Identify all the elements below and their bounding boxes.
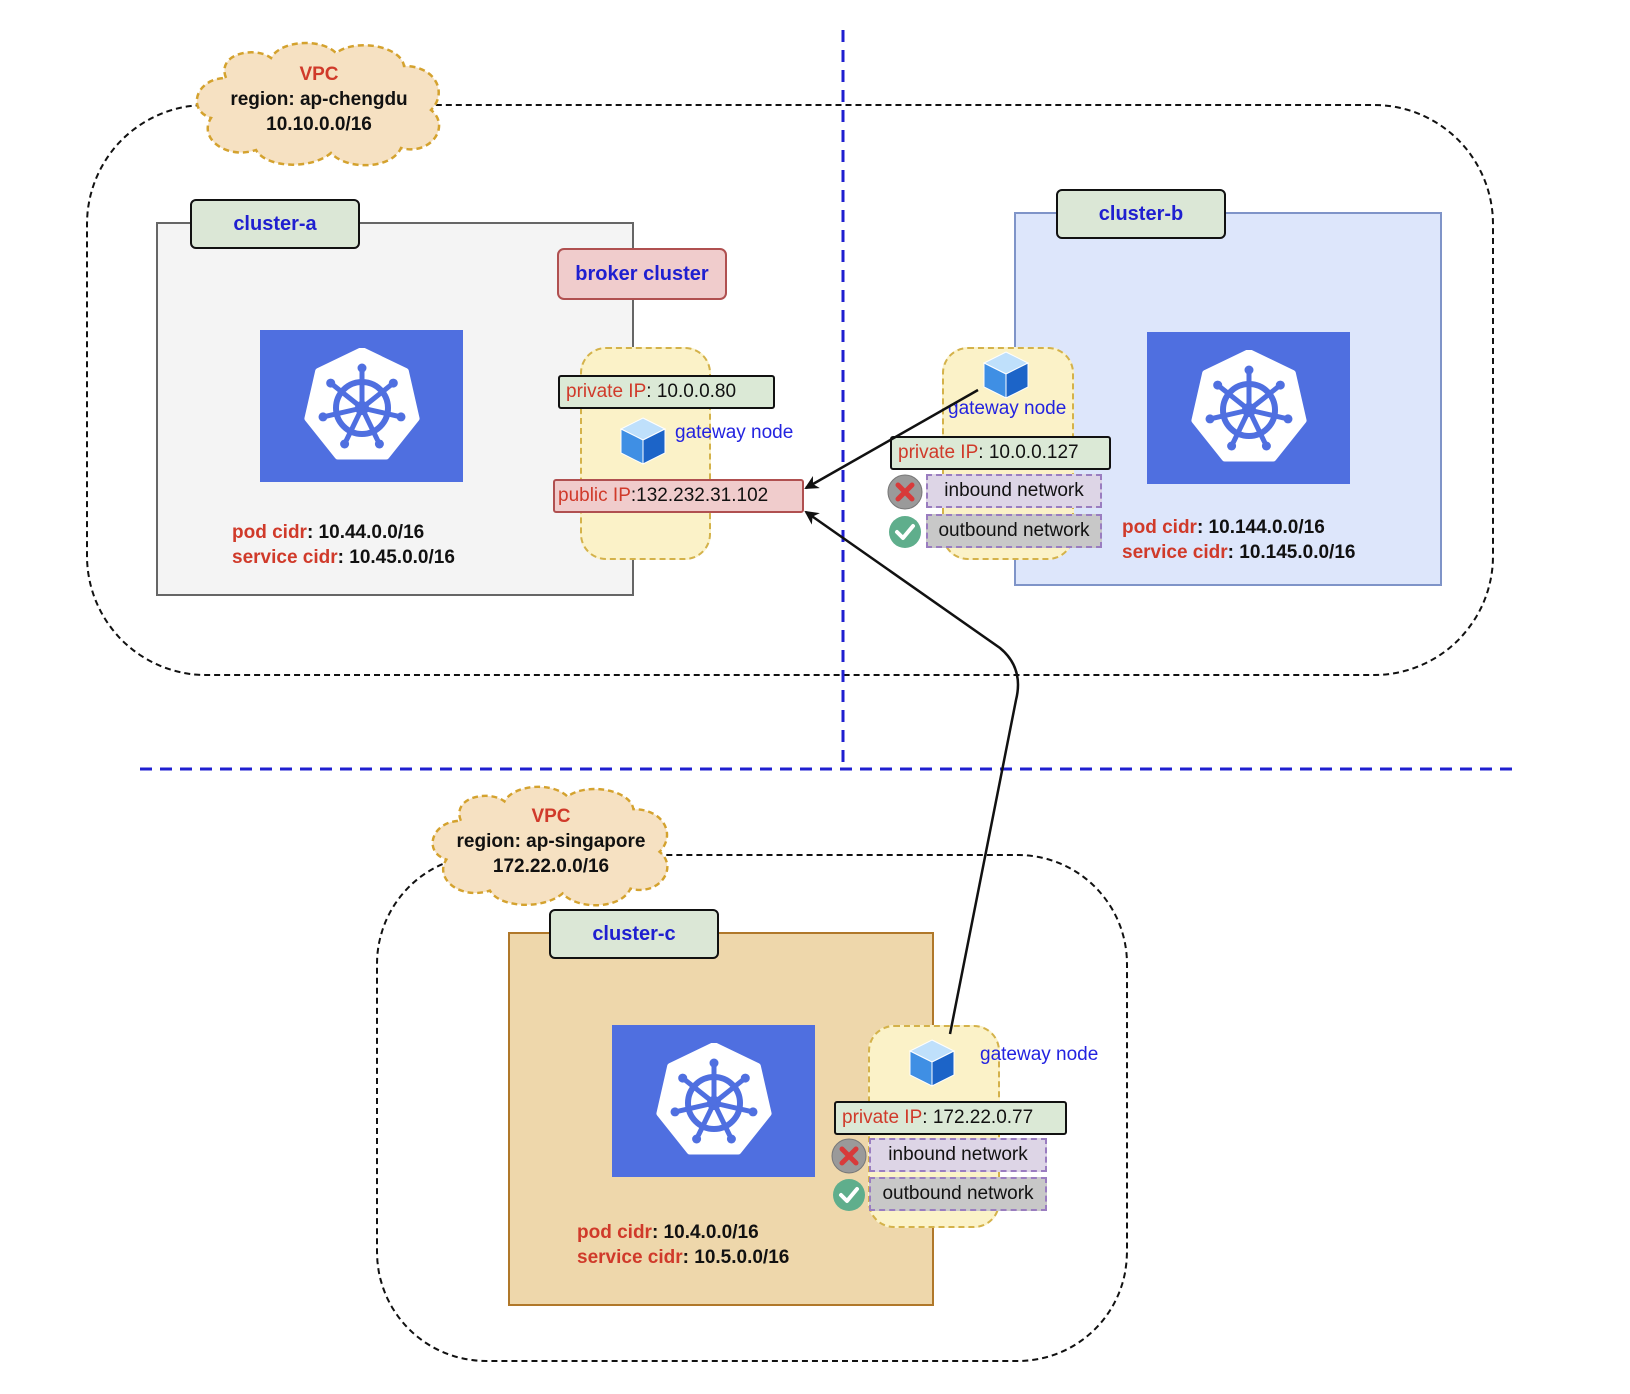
cluster-b-tab: cluster-b	[1056, 189, 1226, 239]
private-ip-c: private IP: 172.22.0.77	[834, 1101, 1067, 1135]
private-ip-value: : 172.22.0.77	[922, 1107, 1034, 1128]
vpc-region: region: ap-chengdu	[230, 89, 408, 110]
red-x-icon	[831, 1138, 867, 1174]
vpc-label-chengdu: VPC region: ap-chengdu 10.10.0.0/16	[186, 62, 452, 137]
service-cidr-key: service cidr	[232, 547, 338, 568]
pod-cidr-value: : 10.44.0.0/16	[306, 522, 425, 543]
cloud-icon	[431, 785, 669, 907]
outbound-network-c: outbound network	[869, 1177, 1047, 1211]
pod-cidr-value: : 10.144.0.0/16	[1196, 517, 1325, 538]
green-check-icon	[831, 1177, 867, 1213]
private-ip-key: private IP	[566, 381, 647, 402]
private-ip-a: private IP: 10.0.0.80	[558, 375, 775, 409]
private-ip-key: private IP	[898, 442, 979, 463]
inbound-network-c: inbound network	[869, 1138, 1047, 1172]
vpc-chengdu-frame	[86, 104, 1494, 676]
vpc-title: VPC	[299, 64, 339, 85]
public-ip-a: public IP:132.232.31.102	[553, 479, 804, 513]
cube-icon	[906, 1036, 958, 1088]
outbound-network-b: outbound network	[926, 514, 1102, 548]
cluster-b-cidr: pod cidr: 10.144.0.0/16 service cidr: 10…	[1122, 515, 1355, 565]
cluster-c-cidr: pod cidr: 10.4.0.0/16 service cidr: 10.5…	[577, 1220, 789, 1270]
cluster-c-tab: cluster-c	[549, 909, 719, 959]
cluster-a-tab: cluster-a	[190, 199, 360, 249]
service-cidr-value: : 10.45.0.0/16	[337, 547, 455, 568]
private-ip-value: : 10.0.0.127	[978, 442, 1079, 463]
red-x-icon	[887, 474, 923, 510]
vpc-cidr: 10.10.0.0/16	[266, 114, 372, 135]
cube-icon	[980, 348, 1032, 400]
service-cidr-key: service cidr	[1122, 542, 1228, 563]
service-cidr-value: : 10.145.0.0/16	[1227, 542, 1356, 563]
vpc-title: VPC	[531, 806, 571, 827]
private-ip-value: : 10.0.0.80	[646, 381, 737, 402]
vpc-cidr: 172.22.0.0/16	[492, 856, 610, 877]
broker-cluster-label: broker cluster	[557, 248, 727, 300]
private-ip-b: private IP: 10.0.0.127	[890, 436, 1111, 470]
pod-cidr-key: pod cidr	[232, 522, 307, 543]
vpc-cloud-singapore: VPC region: ap-singapore 172.22.0.0/16	[420, 782, 682, 908]
public-ip-key: public IP	[558, 485, 631, 506]
cloud-icon	[195, 41, 441, 167]
kubernetes-tile-a	[260, 330, 463, 482]
vpc-cloud-chengdu: VPC region: ap-chengdu 10.10.0.0/16	[186, 38, 452, 168]
kubernetes-icon	[655, 1043, 772, 1155]
region-divider-horizontal	[140, 767, 1520, 771]
gateway-label-b: gateway node	[948, 398, 1067, 419]
cube-icon	[617, 414, 669, 466]
service-cidr-key: service cidr	[577, 1247, 683, 1268]
vpc-label-singapore: VPC region: ap-singapore 172.22.0.0/16	[420, 804, 682, 879]
kubernetes-tile-c	[612, 1025, 815, 1177]
gateway-label-a: gateway node	[675, 422, 794, 443]
private-ip-key: private IP	[842, 1107, 923, 1128]
service-cidr-value: : 10.5.0.0/16	[682, 1247, 790, 1268]
kubernetes-icon	[303, 348, 420, 460]
vpc-singapore-frame	[376, 854, 1128, 1362]
green-check-icon	[887, 514, 923, 550]
gateway-label-c: gateway node	[980, 1044, 1099, 1065]
kubernetes-tile-b	[1147, 332, 1350, 484]
inbound-network-b: inbound network	[926, 474, 1102, 508]
pod-cidr-value: : 10.4.0.0/16	[651, 1222, 759, 1243]
kubernetes-icon	[1190, 350, 1307, 462]
cluster-a-cidr: pod cidr: 10.44.0.0/16 service cidr: 10.…	[232, 520, 455, 570]
pod-cidr-key: pod cidr	[577, 1222, 652, 1243]
public-ip-value: :132.232.31.102	[630, 485, 769, 506]
pod-cidr-key: pod cidr	[1122, 517, 1197, 538]
region-divider-vertical	[841, 30, 845, 765]
vpc-region: region: ap-singapore	[456, 831, 646, 852]
